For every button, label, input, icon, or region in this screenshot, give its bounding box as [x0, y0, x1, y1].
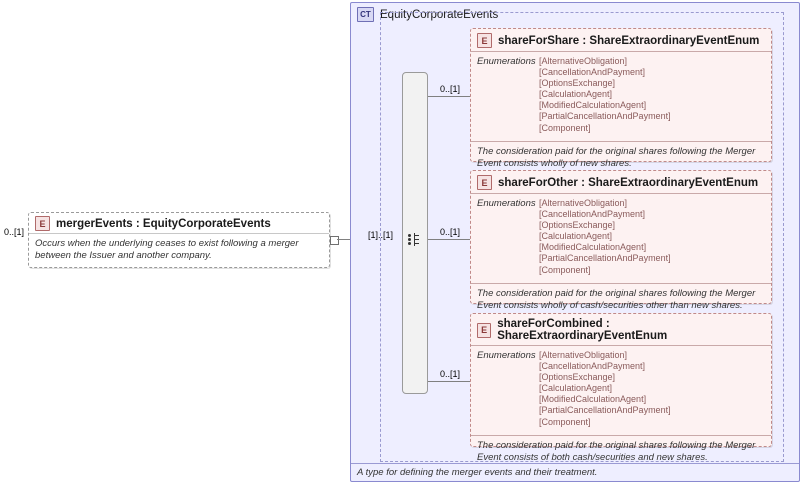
enum-share-for-share[interactable]: E shareForShare : ShareExtraordinaryEven…: [470, 28, 772, 169]
complex-type-footer-doc: A type for defining the merger events an…: [351, 463, 799, 481]
enum-value: [CalculationAgent]: [539, 231, 613, 242]
element-merger-events[interactable]: E mergerEvents : EquityCorporateEvents O…: [28, 212, 330, 268]
enum-values-1: [AlternativeObligation] [CancellationAnd…: [539, 56, 671, 134]
enum-values-3: [AlternativeObligation] [CancellationAnd…: [539, 350, 671, 428]
element-merger-events-doc: Occurs when the underlying ceases to exi…: [35, 238, 299, 261]
enum-label-2: Enumerations: [477, 198, 536, 209]
element-merger-events-title: mergerEvents : EquityCorporateEvents: [56, 217, 271, 230]
enum-doc-1: The consideration paid for the original …: [471, 141, 771, 175]
enum-title-1: shareForShare : ShareExtraordinaryEventE…: [498, 34, 760, 47]
divider: [29, 233, 329, 234]
model-group-bar[interactable]: [402, 72, 428, 394]
sequence-region: [380, 12, 784, 462]
member-cardinality-3: 0..[1]: [440, 369, 461, 379]
element-badge-icon: E: [477, 33, 492, 48]
enum-share-for-combined[interactable]: E shareForCombined : ShareExtraordinaryE…: [470, 313, 772, 463]
connector-line: [428, 96, 470, 97]
enum-value: [ModifiedCalculationAgent]: [539, 394, 647, 405]
enum-body-3: Enumerations [AlternativeObligation] [Ca…: [471, 346, 771, 435]
divider: [471, 193, 771, 194]
enum-value: [Component]: [539, 416, 591, 427]
element-badge-icon: E: [35, 216, 50, 231]
enum-label-1: Enumerations: [477, 56, 536, 67]
enum-label-3: Enumerations: [477, 350, 536, 361]
enum-value: [OptionsExchange]: [539, 220, 616, 231]
divider: [471, 345, 771, 346]
enum-share-for-other[interactable]: E shareForOther : ShareExtraordinaryEven…: [470, 170, 772, 311]
enum-value: [CancellationAndPayment]: [539, 67, 646, 78]
enum-value: [ModifiedCalculationAgent]: [539, 242, 647, 253]
expand-collapse-handle[interactable]: [330, 236, 339, 245]
enum-value: [AlternativeObligation]: [539, 350, 628, 360]
enum-doc-2: The consideration paid for the original …: [471, 283, 771, 317]
enum-header-1: E shareForShare : ShareExtraordinaryEven…: [471, 29, 771, 51]
enum-value: [CancellationAndPayment]: [539, 361, 646, 372]
connector-line: [428, 381, 470, 382]
enum-value: [AlternativeObligation]: [539, 56, 628, 66]
complex-type-title: EquityCorporateEvents: [380, 8, 499, 21]
enum-header-3: E shareForCombined : ShareExtraordinaryE…: [471, 314, 771, 345]
enum-value: [CancellationAndPayment]: [539, 209, 646, 220]
element-badge-icon: E: [477, 175, 492, 190]
divider: [471, 51, 771, 52]
member-cardinality-2: 0..[1]: [440, 227, 461, 237]
enum-value: [CalculationAgent]: [539, 89, 613, 100]
enum-value: [PartialCancellationAndPayment]: [539, 253, 671, 264]
connector-line: [428, 239, 470, 240]
enum-title-2: shareForOther : ShareExtraordinaryEventE…: [498, 176, 759, 189]
enum-body-1: Enumerations [AlternativeObligation] [Ca…: [471, 52, 771, 141]
enum-value: [CalculationAgent]: [539, 383, 613, 394]
complex-type-badge-icon: CT: [357, 7, 374, 22]
enum-value: [PartialCancellationAndPayment]: [539, 111, 671, 122]
member-cardinality-1: 0..[1]: [440, 84, 461, 94]
enum-body-2: Enumerations [AlternativeObligation] [Ca…: [471, 194, 771, 283]
complex-type-header: CT EquityCorporateEvents: [351, 3, 799, 22]
enum-value: [OptionsExchange]: [539, 78, 616, 89]
enum-value: [ModifiedCalculationAgent]: [539, 100, 647, 111]
sequence-icon: [408, 233, 422, 246]
enum-doc-3: The consideration paid for the original …: [471, 435, 771, 469]
sequence-cardinality: [1]..[1]: [368, 230, 394, 240]
enum-title-3: shareForCombined : ShareExtraordinaryEve…: [497, 318, 668, 342]
enum-value: [Component]: [539, 122, 591, 133]
enum-header-2: E shareForOther : ShareExtraordinaryEven…: [471, 171, 771, 193]
enum-value: [PartialCancellationAndPayment]: [539, 405, 671, 416]
element-badge-icon: E: [477, 322, 492, 338]
connector-line: [337, 239, 361, 240]
enum-value: [Component]: [539, 264, 591, 275]
element-merger-events-header: E mergerEvents : EquityCorporateEvents: [29, 213, 329, 233]
enum-values-2: [AlternativeObligation] [CancellationAnd…: [539, 198, 671, 276]
enum-value: [AlternativeObligation]: [539, 198, 628, 208]
enum-value: [OptionsExchange]: [539, 372, 616, 383]
merger-events-cardinality: 0..[1]: [4, 227, 25, 237]
